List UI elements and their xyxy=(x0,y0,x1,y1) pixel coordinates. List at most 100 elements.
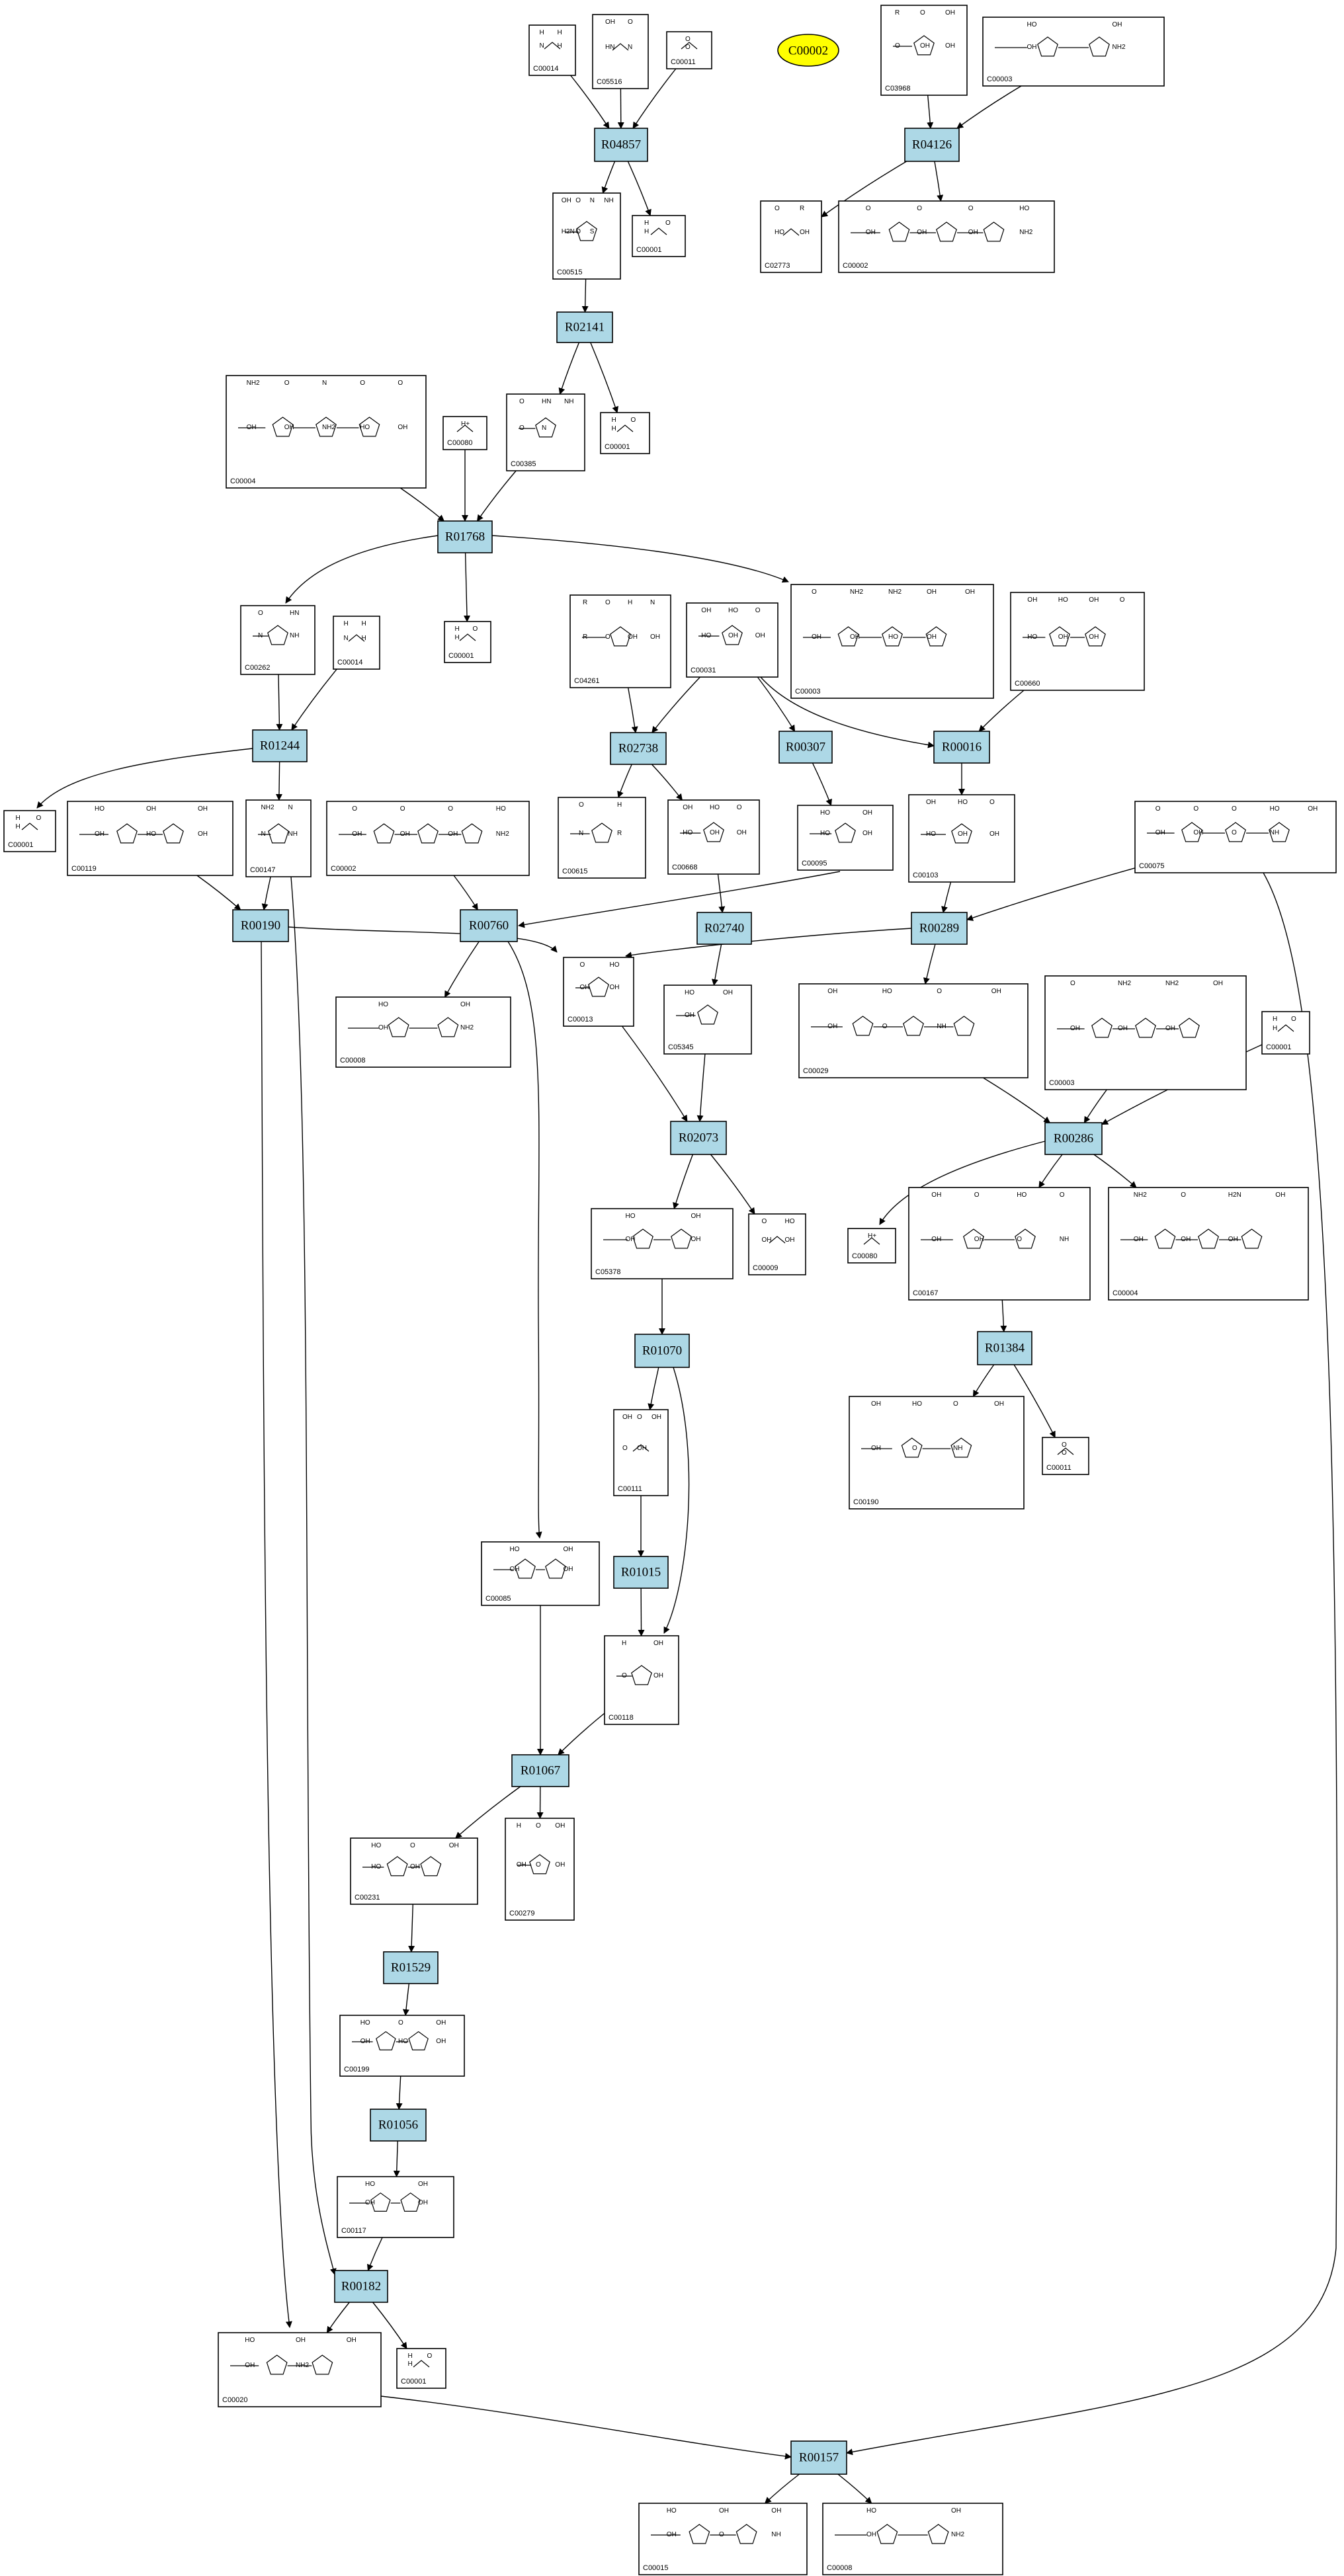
atom-label: OH xyxy=(951,2507,961,2515)
atom-label: NH2 xyxy=(1134,1191,1147,1199)
atom-label: NH xyxy=(1270,829,1279,836)
atom-label: OH xyxy=(510,1566,520,1573)
reaction-node[interactable]: R00157 xyxy=(790,2440,847,2475)
atom-label: N xyxy=(628,44,632,51)
reaction-node[interactable]: R00016 xyxy=(933,731,990,764)
reaction-node[interactable]: R01070 xyxy=(634,1334,690,1368)
atom-label: HO xyxy=(685,989,694,996)
reaction-node[interactable]: R02073 xyxy=(670,1121,727,1155)
atom-label: OH xyxy=(871,1400,881,1408)
reaction-node[interactable]: R01056 xyxy=(370,2109,427,2142)
reaction-node[interactable]: R04857 xyxy=(594,128,648,162)
reaction-node[interactable]: R01768 xyxy=(437,520,493,553)
compound-id-label: C00001 xyxy=(1266,1043,1292,1051)
compound-box xyxy=(760,200,822,273)
compound-node[interactable]: H+C00080 xyxy=(442,416,487,450)
atom-label: H xyxy=(558,29,562,36)
reaction-node[interactable]: R01244 xyxy=(252,729,308,762)
reaction-node[interactable]: R02141 xyxy=(556,311,613,343)
edge-c00103-to-r00289 xyxy=(941,881,952,913)
atom-label: O xyxy=(622,1672,627,1679)
reaction-node[interactable]: R00182 xyxy=(334,2270,388,2303)
edge-c00031-to-r00016 xyxy=(760,676,935,748)
reaction-node[interactable]: R01067 xyxy=(511,1754,569,1787)
reaction-node[interactable]: R02738 xyxy=(610,732,667,765)
ring-shape xyxy=(266,2355,288,2375)
atom-label: OH xyxy=(965,588,975,596)
atom-label: OH xyxy=(449,1842,459,1849)
reaction-node[interactable]: R04126 xyxy=(904,128,960,162)
reaction-box xyxy=(977,1331,1032,1365)
compound-box xyxy=(569,594,671,688)
atom-label: OH xyxy=(927,633,937,641)
reaction-node[interactable]: R00307 xyxy=(778,731,833,764)
compound-box xyxy=(350,1837,478,1905)
highlighted-compound-node[interactable] xyxy=(777,34,839,67)
reaction-node[interactable]: R00289 xyxy=(911,912,968,945)
reaction-node[interactable]: R01384 xyxy=(977,1331,1032,1365)
compound-node[interactable]: H+C00080 xyxy=(847,1228,896,1264)
ring-shape xyxy=(358,417,380,437)
reaction-node[interactable]: R01529 xyxy=(383,1951,439,1984)
reaction-node[interactable]: R00760 xyxy=(460,909,518,942)
reaction-node[interactable]: R00286 xyxy=(1044,1122,1103,1155)
atom-label: OH xyxy=(365,2199,375,2206)
edge-r00307-to-c00095 xyxy=(812,762,832,806)
reaction-node[interactable]: R00190 xyxy=(232,909,289,942)
reaction-node[interactable]: R02740 xyxy=(696,912,752,945)
reaction-node[interactable]: R01015 xyxy=(613,1556,669,1589)
